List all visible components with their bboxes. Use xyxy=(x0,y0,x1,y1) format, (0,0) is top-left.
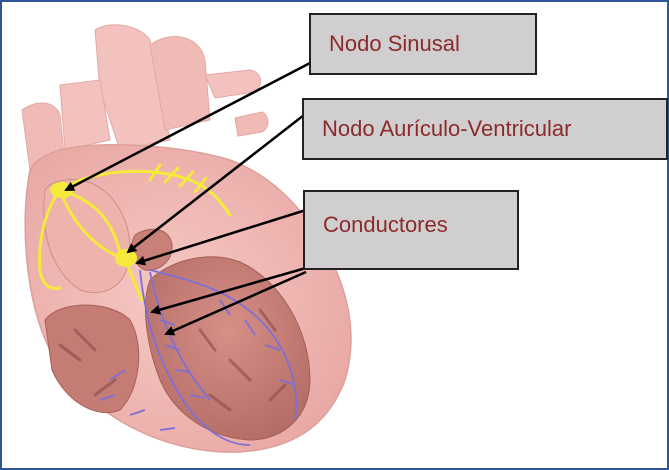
label-nodo-av-text: Nodo Aurículo-Ventricular xyxy=(322,116,571,142)
label-nodo-auriculo-ventricular: Nodo Aurículo-Ventricular xyxy=(302,98,668,160)
av-node xyxy=(115,249,137,267)
label-conductores-text: Conductores xyxy=(323,212,448,238)
sinoatrial-node xyxy=(50,182,74,198)
label-nodo-sinusal: Nodo Sinusal xyxy=(309,13,537,75)
label-nodo-sinusal-text: Nodo Sinusal xyxy=(329,31,460,57)
label-conductores: Conductores xyxy=(303,190,519,270)
